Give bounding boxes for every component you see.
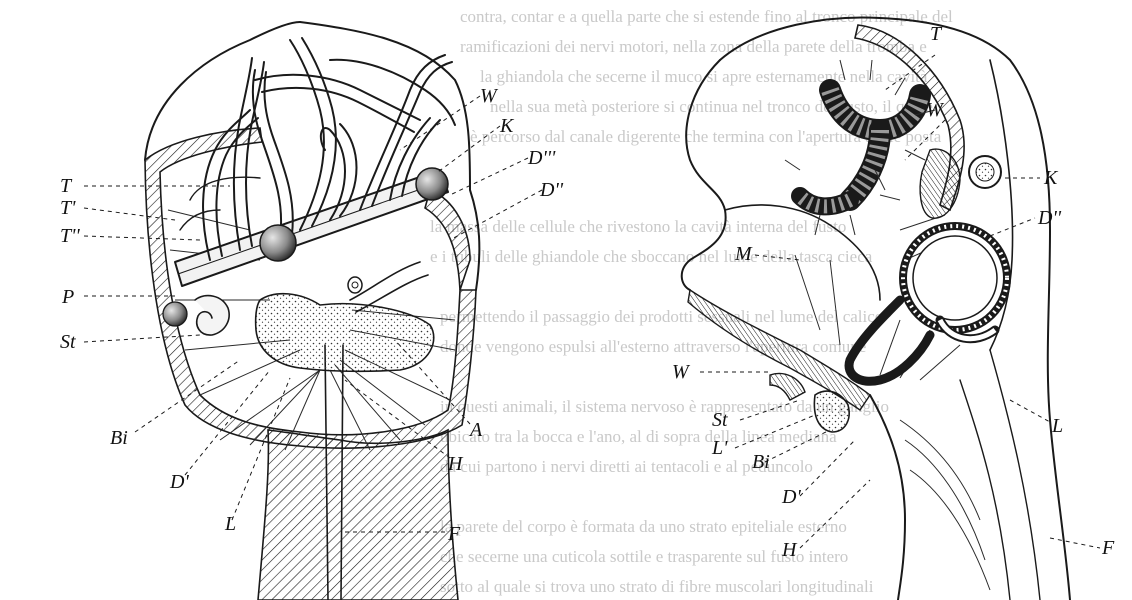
left-calyx-rim (425, 190, 470, 290)
right-label-M: M (734, 243, 753, 265)
right-label-D1: D' (781, 486, 801, 508)
svg-text:la parete del corpo è formata: la parete del corpo è formata da uno str… (440, 517, 847, 536)
svg-text:ramificazioni dei nervi motori: ramificazioni dei nervi motori, nella zo… (460, 37, 927, 56)
left-knob-k (416, 168, 448, 200)
left-label-K: K (499, 115, 515, 137)
left-label-St: St (60, 331, 76, 353)
right-label-Bi: Bi (752, 451, 770, 473)
left-knob-center (260, 225, 296, 261)
right-label-L1: L' (711, 437, 728, 459)
svg-text:contra, contar e a quella part: contra, contar e a quella parte che si e… (460, 7, 953, 26)
left-st-organ (195, 296, 229, 335)
right-stalk-fibers (900, 420, 990, 590)
svg-text:sotto al quale si trova uno st: sotto al quale si trova uno strato di fi… (440, 577, 874, 596)
left-lophophore-bar (175, 170, 448, 286)
svg-text:ubicato tra la bocca e l'ano,: ubicato tra la bocca e l'ano, al di sopr… (440, 427, 837, 446)
right-label-D2: D'' (1037, 207, 1062, 229)
right-label-L: L (1051, 415, 1063, 437)
left-label-D2: D'' (539, 179, 564, 201)
svg-text:la ghiandola che secerne il mu: la ghiandola che secerne il muco si apre… (480, 67, 928, 86)
right-label-H: H (781, 539, 798, 561)
right-stalk (870, 395, 905, 600)
left-label-A: A (468, 419, 483, 441)
left-label-L: L (224, 513, 236, 535)
left-label-P: P (61, 286, 74, 308)
left-p-sphere (163, 302, 187, 326)
left-label-H: H (447, 453, 464, 475)
svg-text:e i tubuli delle ghiandole che: e i tubuli delle ghiandole che sboccano … (430, 247, 873, 266)
left-label-D3: D''' (527, 147, 556, 169)
left-anus-ring (348, 277, 362, 293)
left-label-T1: T' (60, 197, 76, 219)
right-label-K: K (1043, 167, 1059, 189)
left-label-W: W (480, 85, 499, 107)
svg-text:nella sua metà posteriore si c: nella sua metà posteriore si continua ne… (490, 97, 933, 116)
right-label-T: T (930, 23, 943, 45)
left-label-D1: D' (169, 471, 189, 493)
right-stomach-inner (913, 236, 997, 320)
left-label-Bi: Bi (110, 427, 128, 449)
right-label-W1: W (926, 99, 945, 121)
right-label-St: St (712, 409, 728, 431)
svg-text:la massa delle cellule che riv: la massa delle cellule che rivestono la … (430, 217, 846, 236)
left-stalk (258, 430, 458, 600)
right-label-F: F (1101, 537, 1115, 559)
left-label-T2: T'' (60, 225, 80, 247)
left-label-F: F (447, 523, 461, 545)
left-stomach (256, 294, 434, 372)
right-w-organ (920, 149, 960, 218)
right-tentacle (785, 60, 935, 235)
right-stalk-inner (960, 350, 1040, 600)
right-label-W2: W (672, 361, 691, 383)
left-label-T: T (60, 175, 73, 197)
